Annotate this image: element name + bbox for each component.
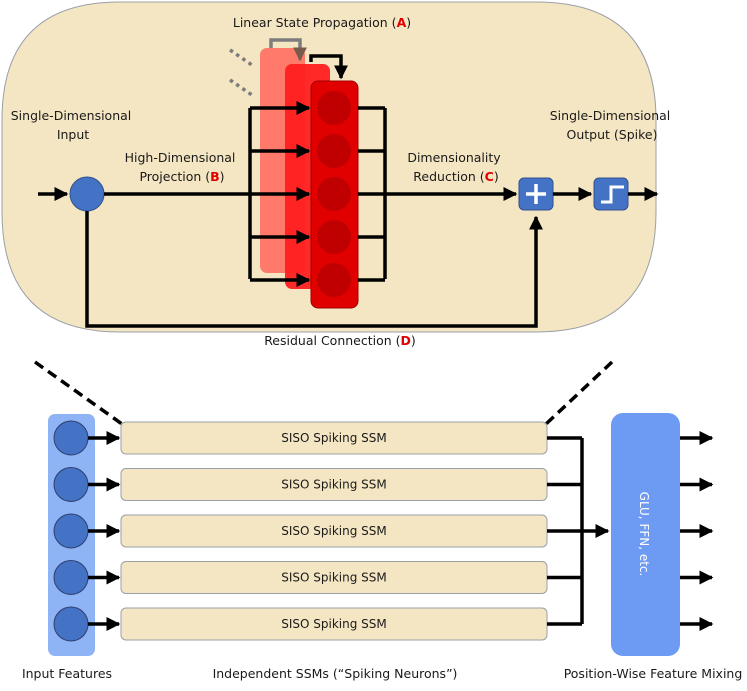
caption-independent-ssms: Independent SSMs (“Spiking Neurons”) <box>213 666 458 681</box>
ssm-block-label: SISO Spiking SSM <box>281 617 387 631</box>
input-feature-node <box>53 420 89 456</box>
zoom-line-right <box>544 360 614 426</box>
step-function-icon <box>601 185 624 204</box>
input-feature-node <box>53 513 89 549</box>
input-nodes <box>53 420 121 642</box>
state-unit <box>317 134 351 168</box>
label-input: Single-Dimensional Input <box>11 108 136 142</box>
zoom-line-left <box>33 360 124 426</box>
caption-feature-mixing: Position-Wise Feature Mixing <box>564 666 743 681</box>
feedback-arrow-gray <box>269 38 307 62</box>
label-reduction: Dimensionality Reduction (C) <box>407 150 504 184</box>
state-unit <box>317 263 351 297</box>
ssm-block-label: SISO Spiking SSM <box>281 571 387 585</box>
ssm-block-label: SISO Spiking SSM <box>281 524 387 538</box>
reduction-lines <box>358 106 385 282</box>
state-unit <box>317 177 351 211</box>
projection-arrows <box>250 101 311 287</box>
ssm-block-label: SISO Spiking SSM <box>281 478 387 492</box>
mixing-block <box>611 413 680 656</box>
state-unit <box>317 220 351 254</box>
caption-input-features: Input Features <box>22 666 112 681</box>
label-output: Single-Dimensional Output (Spike) <box>550 108 675 142</box>
label-projection: High-Dimensional Projection (B) <box>125 150 240 184</box>
state-unit <box>317 91 351 125</box>
mixing-outputs <box>680 431 714 631</box>
threshold-block <box>593 177 629 211</box>
ssm-block-label: SISO Spiking SSM <box>281 431 387 445</box>
state-units <box>317 91 351 297</box>
input-feature-node <box>53 560 89 595</box>
label-linear-state: Linear State Propagation (A) <box>233 15 411 30</box>
feedback-arrow <box>309 54 348 80</box>
plus-icon <box>526 184 546 204</box>
residual-path <box>85 211 543 328</box>
ssm-blocks: SISO Spiking SSM SISO Spiking SSM SISO Spi… <box>120 421 582 641</box>
input-node <box>69 176 105 212</box>
mixing-label: GLU, FFN, etc. <box>637 492 651 577</box>
adder-block <box>518 177 554 211</box>
input-feature-node <box>53 467 89 502</box>
label-residual: Residual Connection (D) <box>264 333 416 348</box>
input-feature-node <box>53 606 89 642</box>
